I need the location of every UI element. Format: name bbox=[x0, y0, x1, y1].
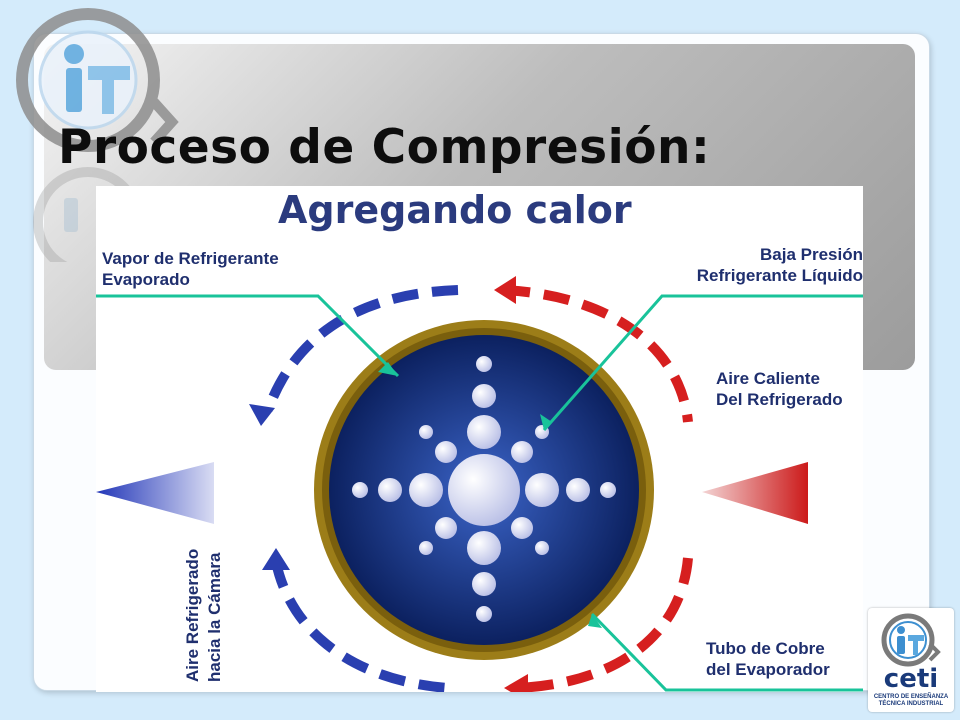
label-baja-line2: Refrigerante Líquido bbox=[696, 266, 863, 285]
label-baja-line1: Baja Presión bbox=[760, 245, 863, 264]
cold-arc-top bbox=[263, 285, 459, 412]
evaporator-diagram bbox=[96, 276, 863, 692]
leader-baja bbox=[542, 294, 863, 431]
ceti-emblem-icon bbox=[881, 613, 941, 667]
ceti-subtitle-line2: TÉCNICA INDUSTRIAL bbox=[878, 701, 944, 707]
cold-arc-top-head bbox=[249, 404, 275, 426]
label-tubo-cobre: Tubo de Cobre del Evaporador bbox=[706, 638, 830, 680]
label-vapor-line1: Vapor de Refrigerante bbox=[102, 249, 279, 268]
ceti-wordmark: ceti bbox=[883, 664, 939, 694]
label-aire-refrigerado: Aire Refrigerado hacia la Cámara bbox=[182, 549, 226, 682]
slide-title: Proceso de Compresión: bbox=[58, 120, 711, 175]
hot-arc-top bbox=[503, 285, 693, 423]
hot-arc-top-head bbox=[494, 276, 516, 304]
leader-tubo bbox=[590, 612, 863, 692]
label-vapor: Vapor de Refrigerante Evaporado bbox=[102, 248, 279, 290]
hot-arc-bottom bbox=[515, 557, 693, 692]
hot-arc-bottom-head bbox=[504, 674, 528, 692]
leader-vapor bbox=[96, 294, 400, 378]
diagram-panel: Agregando calor Vapor de Refrigerante Ev… bbox=[96, 186, 863, 692]
cold-air-arrow bbox=[96, 462, 214, 524]
droplets bbox=[352, 356, 616, 622]
label-baja-presion: Baja Presión Refrigerante Líquido bbox=[697, 244, 863, 286]
diagram-heading: Agregando calor bbox=[278, 188, 632, 232]
label-tubo-line1: Tubo de Cobre bbox=[706, 639, 825, 658]
ceti-logo: ceti CENTRO DE ENSEÑANZA TÉCNICA INDUSTR… bbox=[868, 608, 954, 712]
label-aire-refrigerado-line1: Aire Refrigerado bbox=[183, 548, 202, 682]
label-aire-caliente-line1: Aire Caliente bbox=[716, 369, 820, 388]
label-aire-caliente-line2: Del Refrigerado bbox=[716, 390, 843, 409]
label-tubo-line2: del Evaporador bbox=[706, 660, 830, 679]
hot-air-arrow bbox=[702, 462, 808, 524]
label-vapor-line2: Evaporado bbox=[102, 270, 190, 289]
label-aire-refrigerado-line2: hacia la Cámara bbox=[205, 552, 224, 682]
cold-arc-bottom-head bbox=[262, 548, 290, 570]
label-aire-caliente: Aire Caliente Del Refrigerado bbox=[716, 368, 843, 410]
ceti-subtitle-line1: CENTRO DE ENSEÑANZA bbox=[873, 694, 949, 700]
ceti-subtitle: CENTRO DE ENSEÑANZA TÉCNICA INDUSTRIAL bbox=[872, 694, 950, 708]
